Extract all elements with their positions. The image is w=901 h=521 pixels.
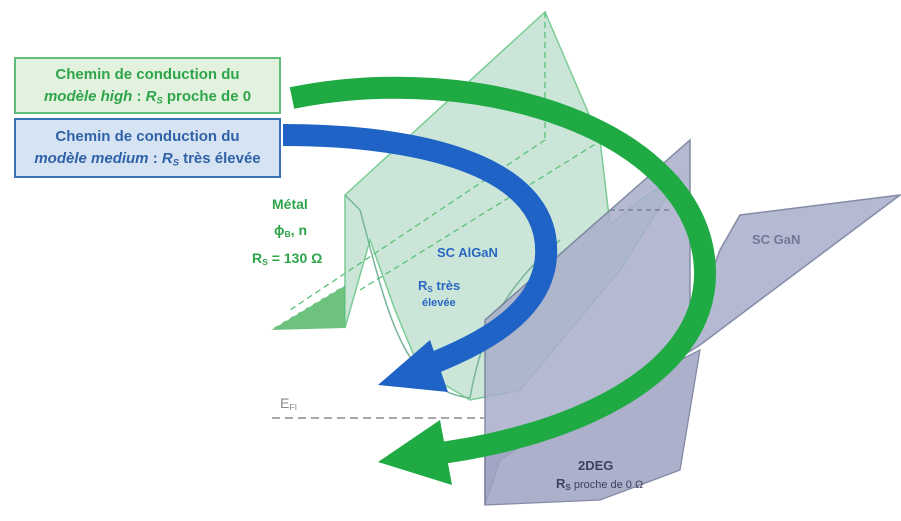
algan-barrier-curve xyxy=(344,194,561,399)
medium-model-line2: modèle medium : RS très élevée xyxy=(34,150,261,168)
medium-model-name: modèle medium xyxy=(34,150,149,167)
high-model-line2: modèle high : RS proche de 0 xyxy=(43,88,252,106)
metal-title: Métal xyxy=(272,196,308,212)
medium-model-box: Chemin de conduction du modèle medium : … xyxy=(14,118,281,178)
twodeg-rs: RS proche de 0 Ω xyxy=(556,476,644,492)
fermi-level-label: EFI xyxy=(280,395,298,413)
medium-conduction-arrow xyxy=(282,124,558,383)
high-model-name: modèle high xyxy=(43,88,133,105)
high-conduction-arrow xyxy=(289,76,717,466)
algan-label: SC AlGaN xyxy=(437,245,498,260)
metal-fermi-dashed xyxy=(269,281,351,331)
metal-phi: ϕB, n xyxy=(274,222,308,240)
high-model-rs: R xyxy=(145,88,157,105)
medium-model-line1: Chemin de conduction du xyxy=(55,128,240,145)
twodeg-label: 2DEG xyxy=(578,458,614,473)
algan-dashed-diagonal-2 xyxy=(359,134,611,291)
metal-rs: RS = 130 Ω xyxy=(252,250,323,268)
medium-model-rs-text: très élevée xyxy=(178,150,261,167)
high-arrow-head xyxy=(378,420,452,485)
rs-high-label-line2: élevée xyxy=(422,297,456,309)
medium-model-rs: R xyxy=(161,150,173,167)
rs-high-label: RS très xyxy=(418,278,461,294)
gan-label: SC GaN xyxy=(752,232,801,247)
medium-arrow-head xyxy=(378,340,448,392)
high-model-box: Chemin de conduction du modèle high : RS… xyxy=(14,57,281,114)
high-model-rs-text: proche de 0 xyxy=(162,88,252,105)
high-model-line1: Chemin de conduction du xyxy=(55,66,240,83)
